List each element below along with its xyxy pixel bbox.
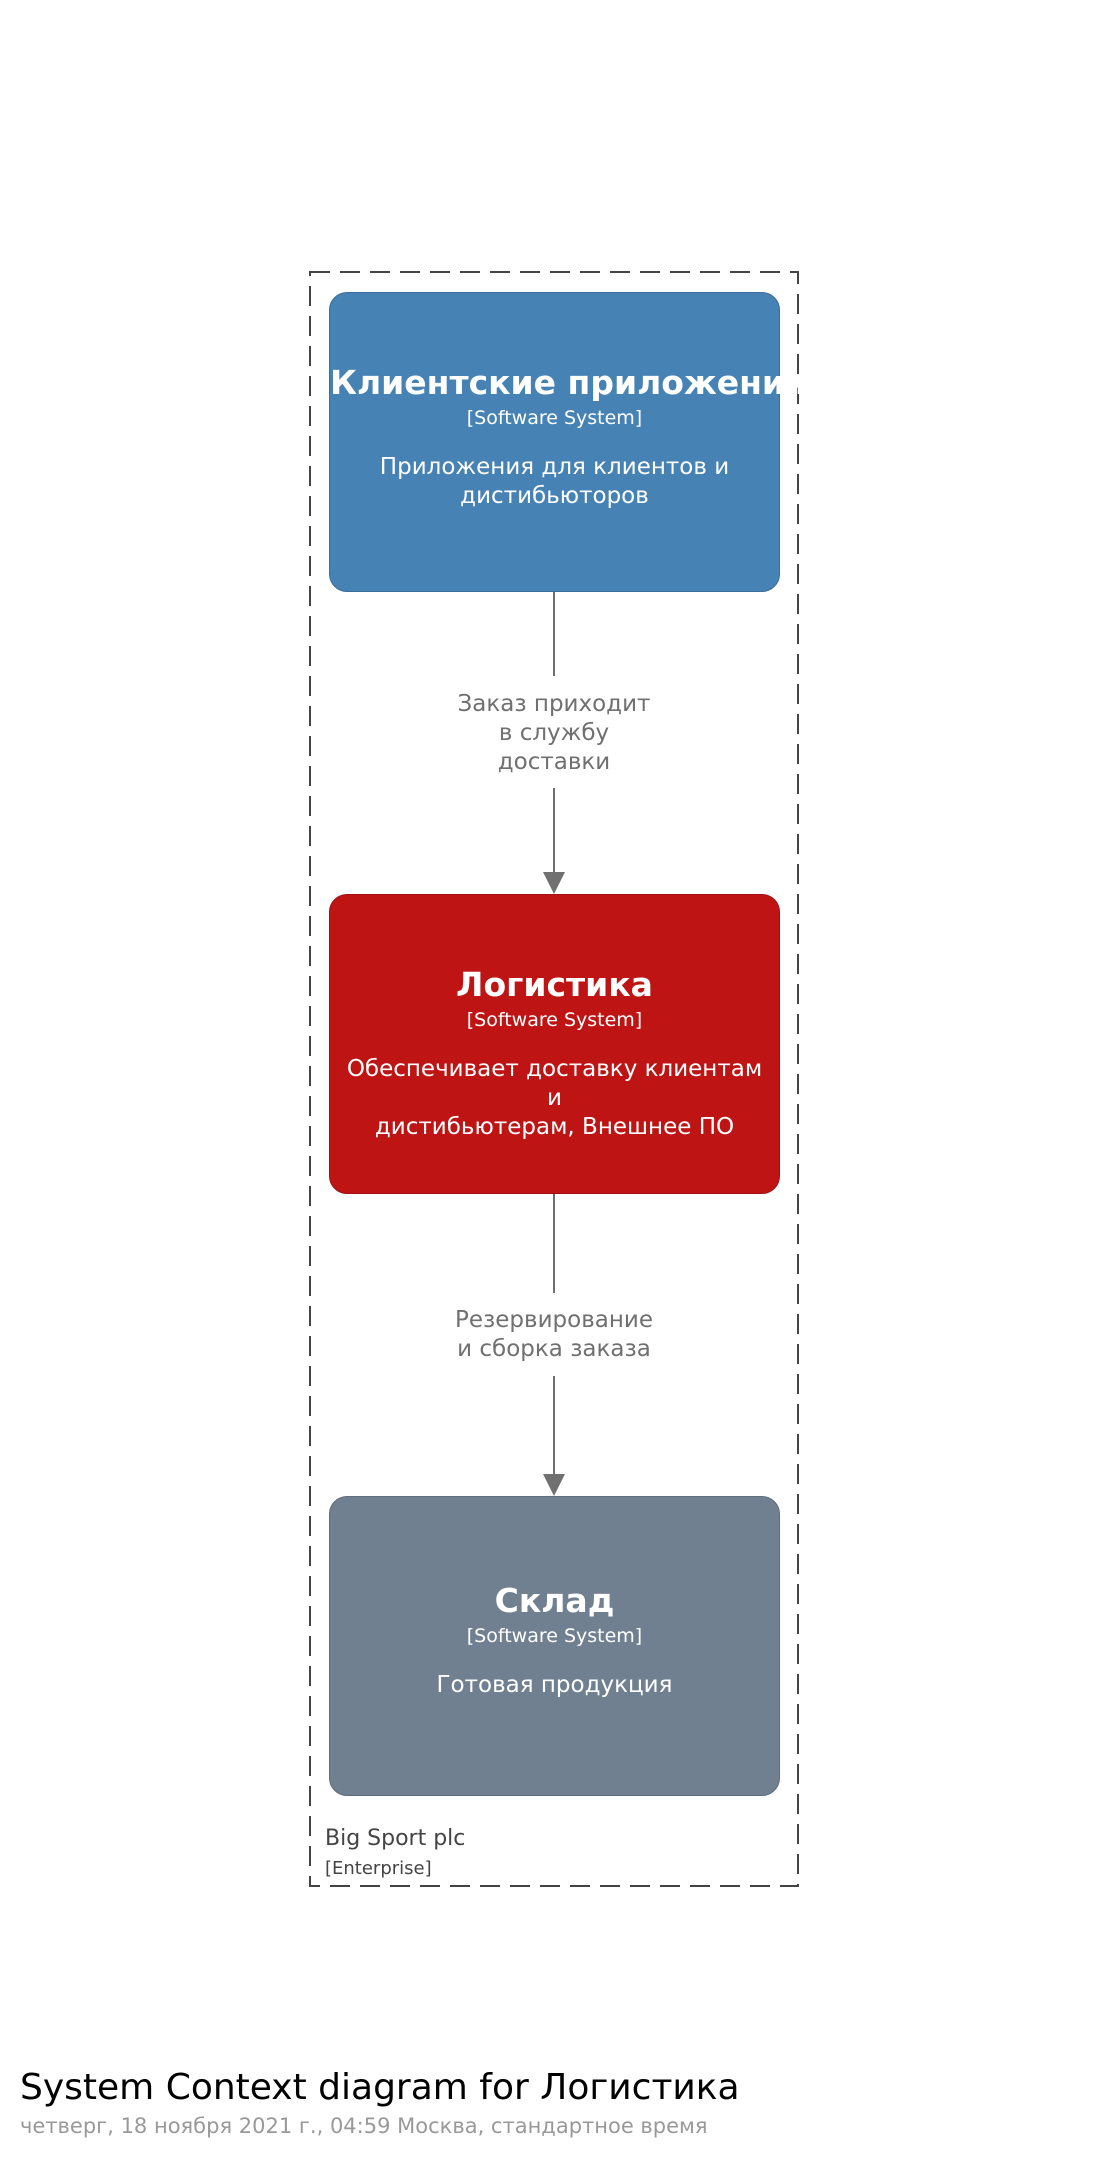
edge-1-arrowhead bbox=[543, 872, 565, 894]
system-type: [Software System] bbox=[466, 1625, 643, 1647]
system-box-client-apps[interactable]: Клиентские приложения [Software System] … bbox=[329, 292, 807, 592]
system-description-line: Приложения для клиентов и bbox=[379, 454, 730, 480]
system-title: Склад bbox=[494, 1581, 615, 1620]
system-description-line: дистибьютерам, Внешнее ПО bbox=[374, 1114, 735, 1140]
edge-label-reservation: Резервирование и сборка заказа bbox=[434, 1306, 674, 1364]
diagram-title: System Context diagram for Логистика bbox=[20, 2067, 740, 2108]
system-description-line: Готовая продукция bbox=[436, 1672, 673, 1698]
system-box-warehouse[interactable]: Склад [Software System] Готовая продукци… bbox=[329, 1496, 780, 1796]
edge-label-line: в службу bbox=[498, 720, 610, 746]
edge-label-order-delivery: Заказ приходит в службу доставки bbox=[434, 690, 674, 777]
system-title: Логистика bbox=[456, 965, 653, 1004]
enterprise-boundary bbox=[309, 271, 799, 1887]
system-description-line: Обеспечивает доставку клиентам и bbox=[346, 1056, 763, 1111]
system-box-logistics[interactable]: Логистика [Software System] Обеспечивает… bbox=[329, 894, 780, 1194]
system-description-line: дистибьюторов bbox=[460, 483, 649, 509]
edge-label-line: и сборка заказа bbox=[457, 1336, 651, 1362]
enterprise-type: [Enterprise] bbox=[325, 1858, 432, 1879]
edge-label-line: Заказ приходит bbox=[457, 691, 651, 717]
system-description: Приложения для клиентов и дистибьюторов bbox=[340, 453, 769, 511]
system-title: Клиентские приложения bbox=[330, 363, 807, 402]
system-description: Обеспечивает доставку клиентам и дистибь… bbox=[340, 1055, 769, 1142]
diagram-timestamp: четверг, 18 ноября 2021 г., 04:59 Москва… bbox=[20, 2114, 708, 2138]
system-type: [Software System] bbox=[466, 407, 643, 429]
edge-label-line: доставки bbox=[497, 749, 611, 775]
edge-label-line: Резервирование bbox=[455, 1307, 653, 1333]
system-type: [Software System] bbox=[466, 1009, 643, 1031]
edge-2-arrowhead bbox=[543, 1474, 565, 1496]
system-description: Готовая продукция bbox=[340, 1671, 769, 1700]
enterprise-name: Big Sport plc bbox=[325, 1826, 466, 1851]
